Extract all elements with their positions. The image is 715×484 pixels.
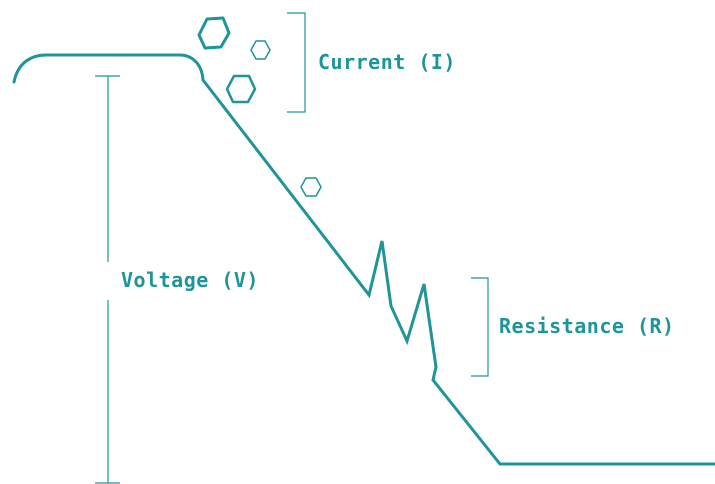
resistance-label: Resistance (R) [499,314,675,338]
current-label: Current (I) [318,50,456,74]
hexagon-icon [300,177,322,197]
voltage-dimension-line [95,75,120,484]
resistance-bracket [471,277,489,377]
hexagon-icon [250,40,271,60]
voltage-label: Voltage (V) [121,268,259,292]
hexagon-icon [225,74,257,104]
current-bracket [287,12,306,113]
terrain-line [12,53,715,466]
hexagon-icon [197,16,231,50]
